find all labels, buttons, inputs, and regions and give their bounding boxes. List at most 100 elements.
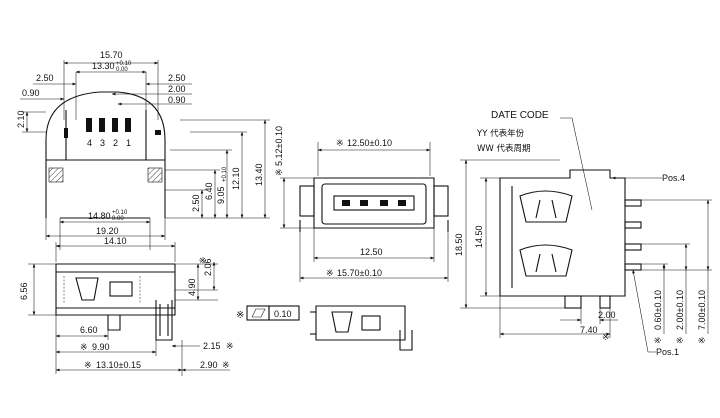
dim-front-top-width-mark: ※ (336, 138, 344, 148)
dim-bottom-inner-tol-lower: 0.00 (112, 216, 124, 222)
dim-height-2: 6.40 (204, 182, 214, 200)
dim-right-height-inner: 14.50 (474, 225, 484, 248)
flatness-value-box (268, 305, 300, 321)
bl-window (109, 281, 133, 297)
dim-left-small: 0.90 (22, 88, 40, 98)
front-contact-1 (342, 200, 350, 206)
dim-front-bottom-width-mark: ※ (326, 268, 334, 278)
bottom-left-view: 14.10 6.56 4.90 2.06 ※ ※ 0.10 (19, 236, 300, 376)
right-foot-right (599, 295, 611, 309)
bl-leg (107, 315, 121, 331)
dim-bl-height: 6.56 (19, 282, 29, 300)
dim-bl-b: 9.90 (92, 342, 110, 352)
dim-right-pitch-1-mark: ※ (653, 336, 663, 344)
dim-right-pitch-1: 0.60±0.10 (653, 290, 663, 330)
date-code-line-2: WW 代表周期 (477, 143, 531, 154)
dim-inner-width-tol-upper: +0.10 (116, 61, 132, 67)
dim-bottom-inner: 14.80 (88, 211, 111, 221)
dim-right-b: 7.40 (580, 325, 598, 335)
front-left-tab (299, 185, 315, 217)
dim-height-3: 9.05 (216, 186, 226, 204)
pin-label-2: 2 (113, 138, 118, 148)
date-code-line-1: YY 代表年份 (476, 128, 525, 139)
bottom-left-body (55, 263, 176, 316)
flatness-symbol-box (246, 305, 270, 321)
right-body (499, 169, 626, 297)
right-pin-4 (624, 199, 642, 207)
dim-bl-top-width: 14.10 (104, 236, 127, 246)
dim-right-offset: 2.50 (168, 73, 186, 83)
dim-top-height: 2.10 (16, 110, 26, 128)
dim-bl-b-mark: ※ (80, 342, 88, 352)
left-hatch-block (48, 167, 64, 183)
front-contact-3 (380, 200, 388, 206)
pos-bottom-label: Pos.1 (656, 347, 679, 357)
dim-right-pitch-2: 2.00±0.10 (675, 290, 685, 330)
dim-right-pitch-2-mark: ※ (675, 336, 685, 344)
front-contact-2 (360, 200, 368, 206)
front-small-window (361, 315, 381, 331)
pin-4 (86, 118, 92, 132)
front-tongue (333, 195, 415, 211)
dim-right-pitch-3: 7.00±0.10 (697, 290, 707, 330)
dim-height-1: 2.50 (191, 194, 201, 212)
left-lock-pin (64, 128, 68, 138)
date-code-title: DATE CODE (491, 110, 549, 121)
dim-bl-pin-height: 4.90 (187, 278, 197, 296)
dim-bl-e-mark: ※ (222, 360, 230, 370)
front-small-side-body (315, 305, 406, 341)
dim-overall-width: 15.70 (100, 50, 123, 60)
top-left-body-outline (45, 91, 166, 218)
pos-top-label: Pos.4 (662, 173, 685, 183)
dim-front-bottom-width: 15.70±0.10 (337, 268, 382, 278)
dim-bottom-inner-tol-upper: +0.10 (112, 210, 128, 216)
dim-right-a: 2.00 (598, 310, 616, 320)
bl-pin (155, 300, 173, 341)
front-view: ※ 12.50±0.10 5.12±0.10 ※ 12.50 ※ 15.70±0… (274, 126, 449, 351)
dim-bl-e: 2.90 (200, 360, 218, 370)
pin-3 (99, 118, 105, 132)
front-right-tab (433, 185, 449, 217)
bl-latch (75, 277, 99, 301)
front-shell (313, 177, 435, 229)
dim-right-pitch-3-mark: ※ (697, 336, 707, 344)
flatness-icon (251, 308, 266, 318)
top-left-view: 4 3 2 1 15.70 13.30 +0.10 0.00 2.50 2.50… (16, 50, 270, 250)
right-pin-2 (624, 243, 642, 251)
right-latch-top (519, 190, 573, 223)
dim-bottom-width: 19.20 (96, 226, 119, 236)
right-view: DATE CODE YY 代表年份 WW 代表周期 Pos.4 Pos.1 18… (454, 110, 712, 357)
right-hatch-block (147, 167, 163, 183)
pin-label-1: 1 (126, 138, 131, 148)
dim-inner-width: 13.30 (92, 61, 115, 71)
front-small-latch (331, 311, 353, 333)
dim-height-4: 12.10 (231, 167, 241, 190)
dim-inner-width-tol-lower: 0.00 (116, 67, 128, 73)
pin-1 (125, 118, 131, 132)
right-latch-bottom (519, 244, 573, 277)
dim-left-offset: 2.50 (36, 73, 54, 83)
pin-label-4: 4 (87, 138, 92, 148)
dim-pin-pitch-span: 2.00 (168, 84, 186, 94)
dim-right-height-outer: 18.50 (454, 233, 464, 256)
flatness-mark: ※ (236, 310, 244, 321)
right-lock-pin (155, 130, 161, 135)
front-small-pin (399, 330, 413, 351)
right-pin-3 (624, 221, 642, 229)
dim-bl-right-height-mark: ※ (198, 256, 208, 264)
dim-bl-d: 13.10±0.15 (96, 360, 141, 370)
front-contact-4 (398, 200, 406, 206)
dim-right-b-mark: ※ (602, 332, 610, 342)
front-opening (321, 183, 427, 225)
dim-height-5: 13.40 (254, 163, 264, 186)
dim-bl-d-mark: ※ (84, 360, 92, 370)
pin-label-3: 3 (100, 138, 105, 148)
dim-bl-right-height: 2.06 (203, 258, 213, 276)
dim-height-3-tol: +0.10 (222, 166, 228, 182)
dim-bl-c: 2.15 (203, 341, 221, 351)
dim-front-height: 5.12±0.10 (274, 126, 284, 166)
dim-front-inner-width: 12.50 (360, 247, 383, 257)
dim-bl-c-mark: ※ (226, 341, 234, 351)
dim-front-top-width: 12.50±0.10 (347, 138, 392, 148)
